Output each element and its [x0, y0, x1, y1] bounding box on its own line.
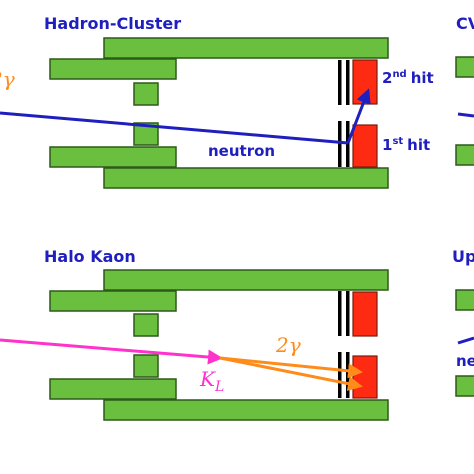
detector-upper-block: [49, 290, 177, 312]
detector-upper-collar: [133, 82, 159, 106]
cropped-block-bottom-upper: [455, 289, 474, 311]
veto-plane-a-lower: [338, 121, 342, 167]
gamma-track-upper: [219, 356, 363, 379]
kaon-track: [0, 338, 223, 365]
veto-plane-b-upper: [346, 60, 350, 105]
cropped-block-bottom-lower: [455, 375, 474, 397]
neutron-scatter-arrow: [346, 88, 371, 144]
veto-plane-b-upper: [346, 291, 350, 336]
detector-bottom-beam: [103, 167, 389, 189]
cropped-block-top-upper: [455, 56, 474, 78]
calorimeter-upper: [352, 291, 378, 337]
detector-lower-block: [49, 378, 177, 400]
cropped-title-bottom: Up: [452, 247, 474, 266]
panel-halo-kaon: Halo Kaon KL 2γ: [0, 247, 389, 421]
detector-bottom-beam: [103, 399, 389, 421]
cropped-track-bottom: [457, 336, 474, 345]
detector-lower-collar: [133, 122, 159, 146]
cropped-title-top: CV: [456, 14, 474, 33]
calorimeter-lower: [352, 355, 378, 399]
gamma-track-lower: [219, 356, 363, 392]
cropped-block-top-lower: [455, 144, 474, 166]
detector-upper-collar: [133, 313, 159, 337]
detector-top-beam: [103, 269, 389, 291]
gamma-label: 2γ: [275, 333, 301, 357]
veto-plane-a-upper: [338, 291, 342, 336]
panel-title: Hadron-Cluster: [44, 14, 181, 33]
detector-lower-collar: [133, 354, 159, 378]
detector-upper-block: [49, 58, 177, 80]
calorimeter-lower: [352, 124, 378, 168]
gamma-edge-label: 2γ: [0, 67, 15, 91]
panel-title: Halo Kaon: [44, 247, 136, 266]
cropped-right-panels: CV Up ne: [452, 14, 474, 397]
cropped-label-bottom: ne: [456, 352, 474, 370]
kaon-label: KL: [199, 367, 224, 395]
neutron-label: neutron: [208, 142, 275, 160]
veto-plane-b-lower: [346, 352, 350, 398]
veto-plane-a-upper: [338, 60, 342, 105]
detector-lower-block: [49, 146, 177, 168]
detector-top-beam: [103, 37, 389, 59]
veto-plane-a-lower: [338, 352, 342, 398]
neutron-track: [0, 111, 349, 145]
cropped-track-top: [457, 112, 474, 118]
